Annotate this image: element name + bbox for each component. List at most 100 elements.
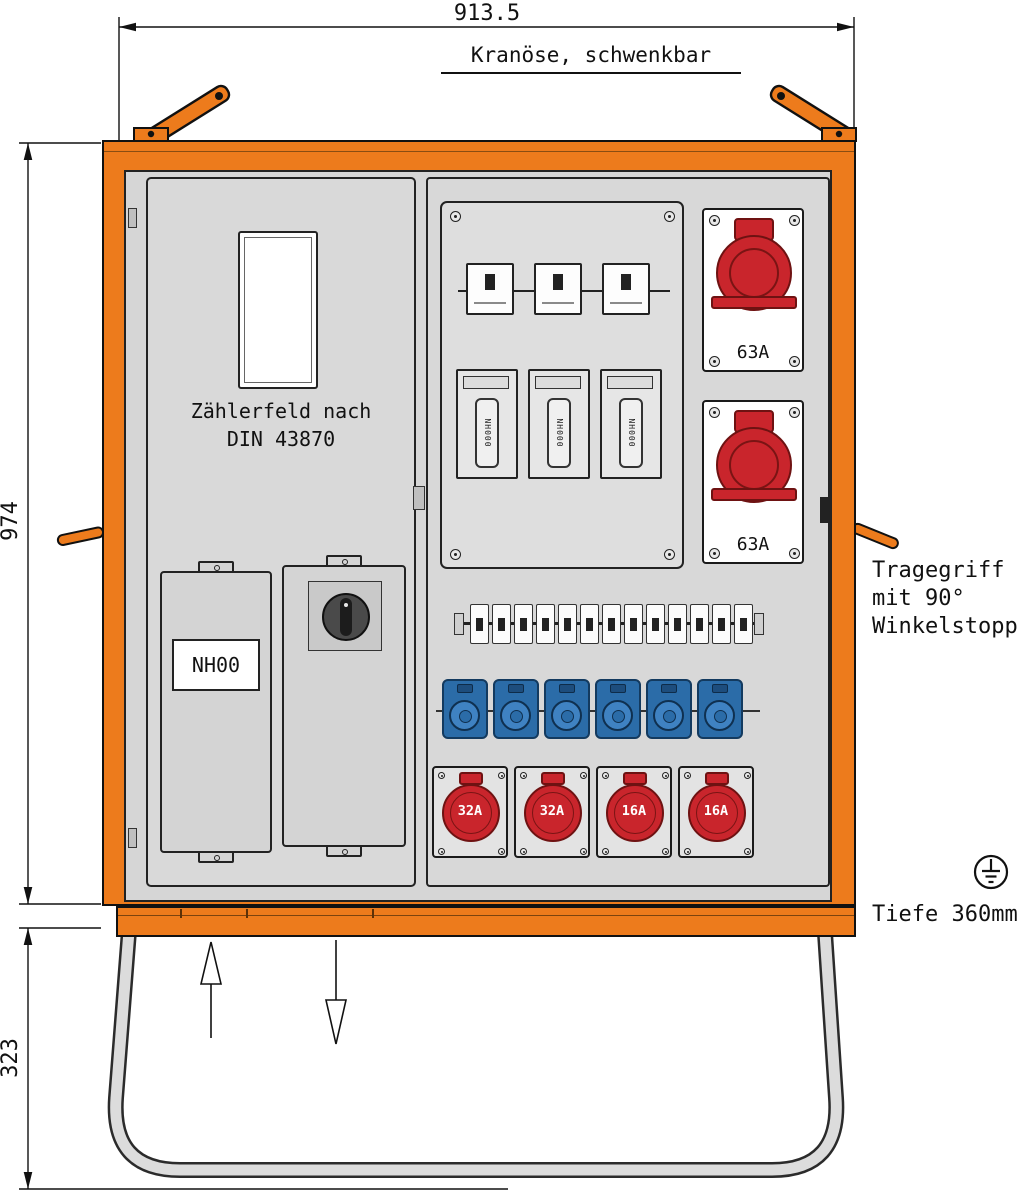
plinth-tick: [180, 909, 182, 918]
nh000-fuse-strip: NH000: [600, 369, 662, 479]
cabinet-frame-top-groove: [104, 151, 854, 152]
nh000-label: NH000: [627, 418, 636, 448]
screw-icon: [580, 848, 587, 855]
cee-latch-icon: [711, 488, 797, 501]
socket-lid-icon: [712, 684, 728, 693]
mcb-breaker: [734, 604, 753, 644]
socket-face: [704, 700, 735, 731]
screw-icon: [662, 848, 669, 855]
breaker-toggle-icon: [740, 618, 747, 631]
blue-socket-230v: [493, 679, 539, 739]
nh000-fuse-strip: NH000: [528, 369, 590, 479]
outlet-label: 32A: [539, 803, 565, 819]
meter-field-label-line1: Zählerfeld nach: [190, 399, 372, 423]
depth-annotation: Tiefe 360mm: [872, 902, 1018, 927]
screw-icon: [662, 772, 669, 779]
breaker-toggle-icon: [621, 274, 631, 290]
meter-door: Zählerfeld nach DIN 43870 NH00: [146, 177, 416, 887]
nh000-label: NH000: [555, 418, 564, 448]
handle-annotation-line1: Tragegriff: [872, 558, 1005, 583]
socket-face: [551, 700, 582, 731]
breaker-toggle-icon: [696, 618, 703, 631]
cee-latch-icon: [711, 296, 797, 309]
door-hinge: [128, 208, 137, 228]
breaker-toggle-icon: [476, 618, 483, 631]
door-hinge: [128, 828, 137, 848]
fuse-terminal: [535, 376, 581, 389]
cable-exit-arrow-down-icon: [324, 940, 348, 1045]
screw-icon: [709, 215, 720, 226]
earth-symbol-icon: [973, 854, 1009, 890]
mcb-breaker: [558, 604, 577, 644]
socket-lid-icon: [661, 684, 677, 693]
nh000-label: NH000: [483, 418, 492, 448]
breaker-toggle-icon: [674, 618, 681, 631]
nh000-fuse-strip: NH000: [456, 369, 518, 479]
tube-stand: [107, 917, 845, 1178]
mcb-breaker: [646, 604, 665, 644]
cee-socket-outlet: 32A: [514, 766, 590, 858]
breaker-toggle-icon: [553, 274, 563, 290]
breaker-toggle-icon: [652, 618, 659, 631]
screw-icon: [789, 548, 800, 559]
nh00-label-box: NH00: [172, 639, 260, 691]
cable-entry-arrow-up-icon: [199, 941, 223, 1038]
breaker-toggle-icon: [498, 618, 505, 631]
screw-icon: [789, 407, 800, 418]
screw-icon: [450, 549, 461, 560]
screw-icon: [580, 772, 587, 779]
socket-lid-icon: [457, 684, 473, 693]
mounting-tab-icon: [326, 845, 362, 857]
blue-socket-230v: [595, 679, 641, 739]
cee-socket-outlet: 16A: [596, 766, 672, 858]
breaker-toggle-icon: [542, 618, 549, 631]
mcb-breaker: [624, 604, 643, 644]
cee-socket-63a-bottom: 63A: [702, 400, 804, 564]
fuse-grip: NH000: [547, 398, 571, 468]
divider-hinge: [413, 486, 425, 510]
dim-stand-label: 323: [0, 1038, 23, 1078]
screw-icon: [602, 848, 609, 855]
cee-socket-face: [606, 784, 664, 842]
meter-window: [238, 231, 318, 389]
screw-icon: [684, 772, 691, 779]
main-switch-panel: [282, 555, 406, 857]
mcb-breaker: [668, 604, 687, 644]
breaker-fuse-box: NH000 NH000 NH000: [440, 201, 684, 569]
plinth-groove: [118, 915, 854, 916]
screw-icon: [664, 549, 675, 560]
mcb-breaker: [536, 604, 555, 644]
cee-socket-face: [442, 784, 500, 842]
cee-socket-63a-top: 63A: [702, 208, 804, 372]
breaker-toggle-icon: [586, 618, 593, 631]
screw-icon: [744, 772, 751, 779]
door-lock: [820, 497, 830, 523]
cee-socket-outlet: 16A: [678, 766, 754, 858]
breaker-toggle-icon: [520, 618, 527, 631]
carry-handle-right-icon: [851, 522, 899, 550]
screw-icon: [709, 356, 720, 367]
breaker-toggle-icon: [718, 618, 725, 631]
screw-icon: [709, 407, 720, 418]
screw-icon: [684, 848, 691, 855]
rotary-switch-knob: [322, 593, 370, 641]
cee-socket-face: [688, 784, 746, 842]
mcb-breaker: [712, 604, 731, 644]
blue-socket-230v: [646, 679, 692, 739]
outlet-label: 16A: [621, 803, 647, 819]
fuse-terminal: [463, 376, 509, 389]
mcb-breaker: [602, 604, 621, 644]
mcb-breaker: [470, 604, 489, 644]
fuse-grip: NH000: [475, 398, 499, 468]
socket-lid-icon: [610, 684, 626, 693]
nh00-panel: NH00: [160, 561, 272, 863]
screw-icon: [664, 211, 675, 222]
blue-socket-230v: [697, 679, 743, 739]
screw-icon: [438, 772, 445, 779]
rail-end-stop: [754, 613, 764, 635]
meter-field-label-line2: DIN 43870: [226, 427, 336, 451]
cee-socket-outlet: 32A: [432, 766, 508, 858]
fuse-grip: NH000: [619, 398, 643, 468]
